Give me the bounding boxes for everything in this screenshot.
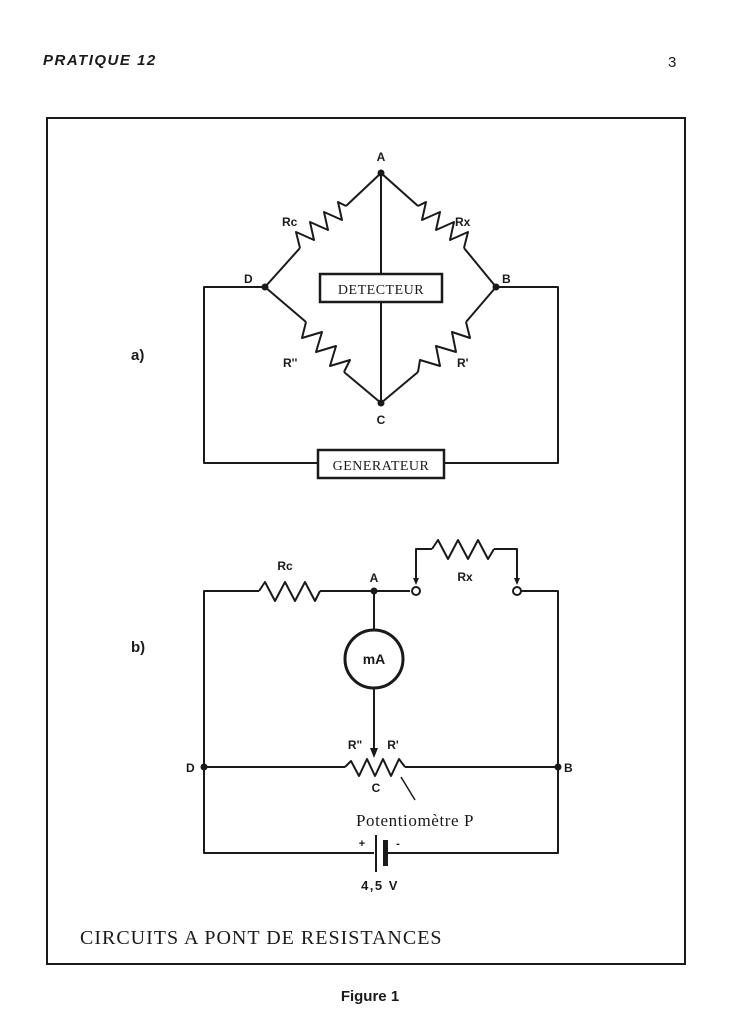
bridge-circuit-b: mA A B C D Rc Rx R" R' Potentiomètre P +…	[131, 539, 573, 893]
wire-battery-to-b	[388, 767, 559, 854]
generator-label: GENERATEUR	[333, 459, 430, 474]
wire-d-to-battery	[203, 767, 374, 854]
node-c-b-label: C	[372, 781, 381, 795]
resistor-rc-zigzag	[295, 201, 347, 249]
wire-rx-left-lead	[415, 548, 432, 583]
resistor-r1-b-label: R'	[387, 738, 399, 752]
generator-box	[316, 448, 446, 480]
resistor-rc-b-label: Rc	[277, 559, 293, 573]
resistor-r1-zigzag	[417, 321, 471, 373]
wire-rx-right-lead	[494, 548, 518, 583]
battery-plus-label: +	[359, 838, 365, 850]
detector-label: DETECTEUR	[338, 283, 424, 298]
wire-top-left	[203, 590, 259, 768]
wire-d-to-rc	[264, 247, 301, 288]
figure-title: CIRCUITS A PONT DE RESISTANCES	[80, 927, 443, 949]
node-d-b-label: D	[186, 761, 195, 775]
wire-d-to-r2	[264, 286, 307, 323]
wire-b-to-r1	[465, 286, 497, 323]
page-number: 3	[668, 54, 677, 71]
wire-a-to-rx	[380, 172, 419, 207]
wire-rc-to-a	[345, 172, 382, 207]
node-b-label: B	[502, 272, 511, 286]
terminal-right	[512, 586, 522, 596]
node-a-dot	[377, 169, 385, 177]
node-a-b-dot	[370, 587, 378, 595]
resistor-rx-label: Rx	[455, 215, 471, 229]
part-a-label: a)	[131, 347, 144, 364]
meter-label: mA	[363, 651, 386, 667]
wire-d-to-generator	[203, 286, 318, 464]
potentiometer-label: Potentiomètre P	[356, 811, 474, 830]
resistor-r2-label: R''	[283, 356, 298, 370]
resistor-r2-b-label: R"	[348, 738, 362, 752]
wire-r2-to-c	[343, 371, 382, 404]
node-b-dot	[492, 283, 500, 291]
arrow-rx-right	[514, 578, 520, 585]
resistor-rx-zigzag	[417, 201, 469, 249]
wire-rx-to-b	[463, 247, 497, 288]
battery-voltage-label: 4,5 V	[361, 878, 399, 893]
resistor-rx-b-label: Rx	[457, 570, 473, 584]
arrow-rx-left	[413, 578, 419, 585]
figure-caption: Figure 1	[340, 988, 400, 1005]
figure-frame	[46, 117, 686, 965]
terminal-left	[411, 586, 421, 596]
wire-r1-to-c	[380, 371, 419, 404]
node-c-dot	[377, 399, 385, 407]
node-c-label: C	[377, 413, 386, 427]
resistor-rx-b-zigzag	[431, 539, 495, 560]
node-d-label: D	[244, 272, 253, 286]
node-a-label: A	[377, 150, 386, 164]
wire-generator-to-b	[444, 286, 559, 464]
node-d-dot	[261, 283, 269, 291]
resistor-r1-label: R'	[457, 356, 469, 370]
resistor-r2-zigzag	[301, 321, 351, 373]
battery-minus-label: -	[396, 838, 400, 850]
potentiometer-pointer	[400, 776, 416, 801]
wiper-arrow	[370, 748, 378, 758]
bridge-circuit-a: DETECTEUR GENERATEUR A B C D Rc Rx R'' R…	[131, 150, 559, 480]
node-a-b-label: A	[370, 571, 379, 585]
resistor-rc-b-zigzag	[258, 581, 321, 602]
potentiometer-zigzag	[344, 758, 406, 777]
resistor-rc-label: Rc	[282, 215, 298, 229]
node-b-b-label: B	[564, 761, 573, 775]
battery-negative-plate	[383, 840, 388, 866]
wire-top-right	[521, 590, 559, 768]
part-b-label: b)	[131, 639, 145, 656]
detector-box	[318, 272, 444, 304]
running-header: PRATIQUE 12	[43, 52, 157, 69]
